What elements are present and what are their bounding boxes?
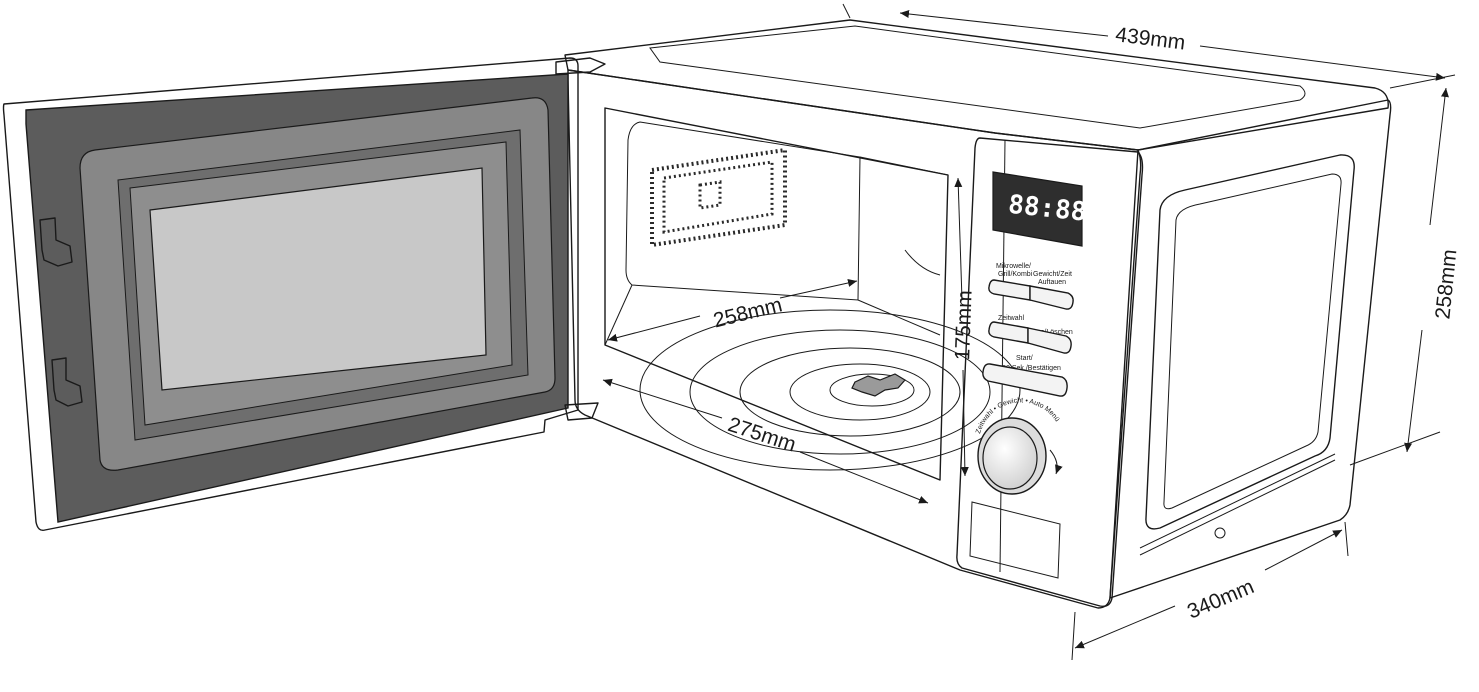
microwave-body xyxy=(564,19,1392,609)
gewicht-label-2: Auftauen xyxy=(1038,279,1066,286)
digital-display: 88:88 xyxy=(992,171,1088,247)
nameplate xyxy=(969,501,1061,579)
oven-cavity xyxy=(604,107,1021,481)
mikrowelle-button[interactable] xyxy=(988,279,1031,301)
start-label-2: +30 Sek./Bestätigen xyxy=(998,365,1061,372)
zeitwahl-label: Zeitwahl xyxy=(998,315,1025,322)
gewicht-label-1: Gewicht/Zeit xyxy=(1033,271,1072,278)
start-button[interactable] xyxy=(982,363,1068,397)
door-latch-top xyxy=(39,217,73,267)
door-window xyxy=(149,167,487,391)
dim-depth: 340mm xyxy=(1184,575,1257,624)
start-label-1: Start/ xyxy=(1016,355,1033,362)
dim-height: 258mm xyxy=(1431,248,1461,320)
mikrowelle-label-1: Mikrowelle/ xyxy=(996,263,1031,270)
stop-button[interactable] xyxy=(1027,327,1072,354)
door-latch-bottom xyxy=(51,357,83,407)
dim-inner-height: 175mm xyxy=(951,290,976,361)
dim-width: 439mm xyxy=(1114,23,1186,54)
dim-inner-depth: 258mm xyxy=(711,293,785,332)
turntable xyxy=(639,309,1021,471)
selector-dial[interactable] xyxy=(977,417,1047,495)
control-panel: 88:88 Mikrowelle/ Grill/Kombi Gewicht/Ze… xyxy=(956,137,1144,608)
zeitwahl-button[interactable] xyxy=(988,321,1029,344)
mikrowelle-label-2: Grill/Kombi xyxy=(998,271,1033,278)
vent-holes xyxy=(650,147,787,248)
oven-door xyxy=(2,57,606,532)
dim-inner-width: 275mm xyxy=(725,413,799,457)
gewicht-button[interactable] xyxy=(1029,285,1074,310)
